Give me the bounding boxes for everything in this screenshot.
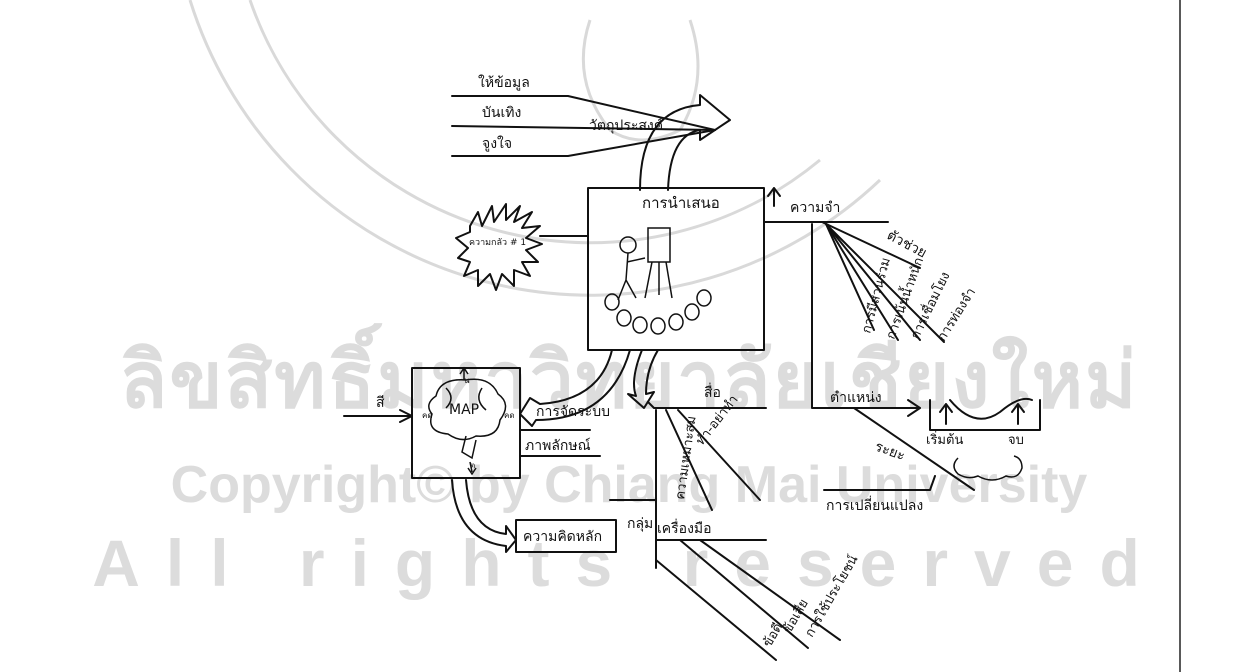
fear-label: ความกลัว # 1: [469, 238, 526, 248]
media-group-label: กลุ่ม: [627, 516, 653, 532]
media-tools-label: เครื่องมือ: [657, 519, 712, 537]
map-small-label-bottom: ต: [470, 461, 475, 470]
memory-aids-label: ตัวช่วย: [884, 227, 929, 261]
center-label: การนำเสนอ: [642, 194, 720, 212]
map-small-label-top: น: [464, 376, 470, 385]
media-branch: [609, 349, 841, 661]
center-box: [587, 187, 765, 351]
memory-label: ความจำ: [790, 200, 840, 216]
map-color-label: สี: [376, 395, 385, 411]
watermark-copyright: Copyright© by Chiang Mai University: [170, 456, 1088, 514]
objective-branch: [451, 94, 731, 191]
memory-change-label: การเปลี่ยนแปลง: [826, 496, 923, 514]
main-idea-label: ความคิดหลัก: [523, 529, 602, 545]
map-imagery-label: ภาพลักษณ์: [525, 437, 591, 454]
presenter-drawing-icon: [604, 227, 712, 335]
media-benefit-label: การใช้ประโยชน์: [802, 552, 862, 640]
objective-item-inform: ให้ข้อมูล: [478, 74, 530, 91]
objective-item-entertain: บันเทิง: [482, 105, 521, 121]
map-small-label-left: คด: [422, 411, 433, 420]
university-seal-watermark: [188, 0, 882, 297]
fear-starburst: [455, 203, 543, 291]
memory-distance-label: ระยะ: [873, 439, 907, 465]
map-box: [411, 367, 521, 479]
organize-branch: [519, 349, 631, 457]
memory-end-label: จบ: [1008, 433, 1024, 448]
objective-label: วัตถุประสงค์: [589, 117, 663, 134]
map-label: MAP: [449, 402, 479, 418]
memory-start-label: เริ่มต้น: [926, 431, 963, 448]
main-idea-arrow: [451, 479, 517, 553]
brain-map-icon: [428, 366, 507, 476]
media-appropriateness-label: ความเหมาะสม: [673, 415, 700, 501]
media-label: สื่อ: [704, 383, 721, 401]
color-arrow-icon: [399, 409, 413, 423]
main-idea-box: [515, 519, 617, 553]
map-small-label-right: คด: [504, 411, 515, 420]
memory-branch: [763, 187, 1041, 491]
map-organize-label: การจัดระบบ: [536, 404, 610, 420]
objective-item-persuade: จูงใจ: [482, 135, 512, 152]
memory-position-label: ตำแหน่ง: [830, 390, 882, 406]
